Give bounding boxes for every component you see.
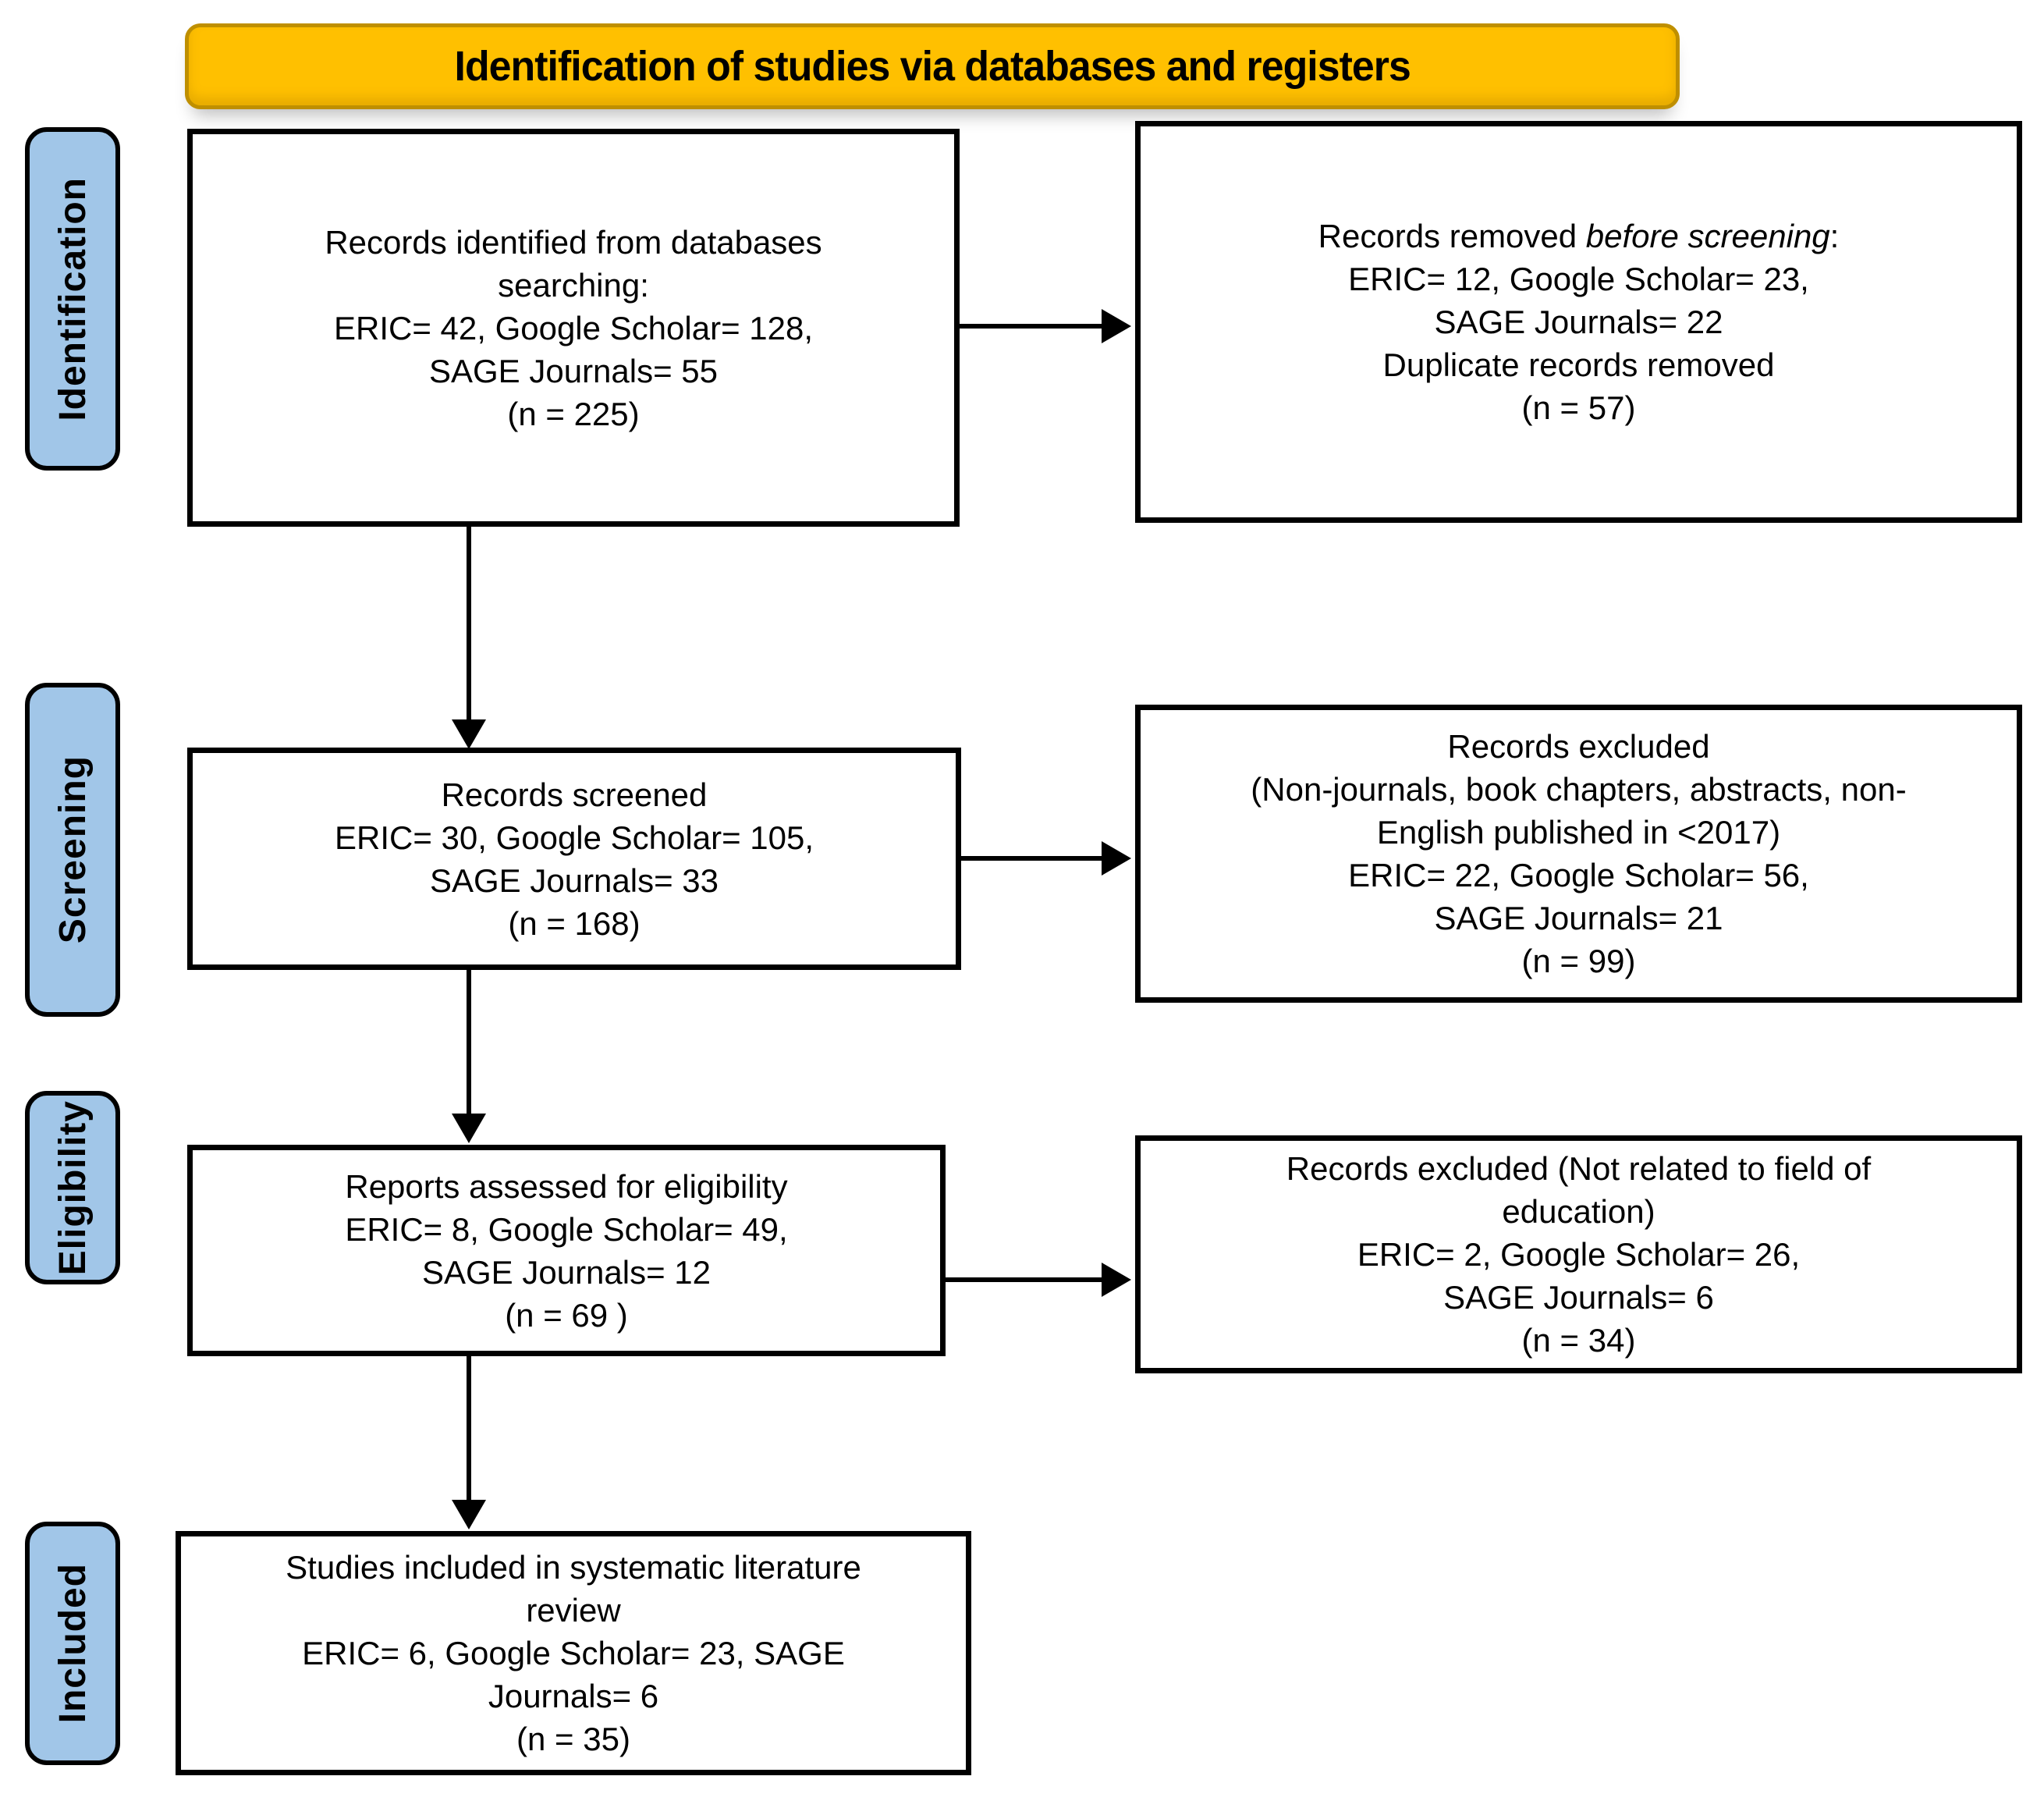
- box-records-identified-text: Records identified from databases search…: [325, 223, 822, 432]
- arrow-identified-to-removed-line: [960, 324, 1105, 329]
- arrow-identified-to-screened-head: [452, 719, 486, 749]
- box-studies-included: Studies included in systematic literatur…: [176, 1531, 971, 1775]
- box-records-excluded-eligibility: Records excluded (Not related to field o…: [1135, 1135, 2022, 1373]
- box-reports-assessed-text: Reports assessed for eligibility ERIC= 8…: [345, 1167, 788, 1334]
- arrow-screened-to-assessed-head: [452, 1114, 486, 1143]
- arrow-assessed-to-included-line: [467, 1356, 471, 1503]
- arrow-assessed-to-included-head: [452, 1500, 486, 1529]
- box-studies-included-text: Studies included in systematic literatur…: [286, 1549, 861, 1757]
- arrow-screened-to-assessed-line: [467, 970, 471, 1116]
- arrow-screened-to-excluded-head: [1102, 841, 1131, 876]
- arrow-assessed-to-excluded-head: [1102, 1263, 1131, 1297]
- removed-detail-lines: ERIC= 12, Google Scholar= 23, SAGE Journ…: [1348, 261, 1809, 426]
- stage-identification-label: Identification: [51, 176, 94, 421]
- box-records-removed-text: Records removed before screening: ERIC= …: [1304, 215, 1854, 429]
- removed-heading-suffix: :: [1829, 218, 1840, 254]
- arrow-identified-to-screened-line: [467, 527, 471, 722]
- box-reports-assessed: Reports assessed for eligibility ERIC= 8…: [187, 1145, 946, 1356]
- removed-heading-italic: before screening: [1585, 218, 1830, 254]
- box-records-identified: Records identified from databases search…: [187, 129, 960, 527]
- box-records-screened: Records screened ERIC= 30, Google Schola…: [187, 748, 961, 970]
- stage-eligibility-label: Eligibility: [51, 1099, 94, 1276]
- diagram-title: Identification of studies via databases …: [454, 43, 1411, 90]
- box-records-excluded-eligibility-text: Records excluded (Not related to field o…: [1286, 1150, 1872, 1359]
- stage-eligibility: Eligibility: [25, 1091, 120, 1284]
- box-records-screened-text: Records screened ERIC= 30, Google Schola…: [334, 776, 814, 942]
- box-records-excluded-screening-text: Records excluded (Non-journals, book cha…: [1251, 728, 1907, 979]
- stage-screening: Screening: [25, 683, 120, 1017]
- box-records-excluded-screening: Records excluded (Non-journals, book cha…: [1135, 705, 2022, 1003]
- removed-heading-prefix: Records removed: [1318, 218, 1586, 254]
- title-banner: Identification of studies via databases …: [185, 23, 1680, 109]
- removed-line-heading: Records removed before screening:: [1318, 215, 1840, 258]
- box-records-removed: Records removed before screening: ERIC= …: [1135, 121, 2022, 523]
- stage-included-label: Included: [51, 1563, 94, 1724]
- arrow-screened-to-excluded-line: [961, 856, 1105, 861]
- stage-identification: Identification: [25, 127, 120, 471]
- arrow-identified-to-removed-head: [1102, 309, 1131, 343]
- arrow-assessed-to-excluded-line: [946, 1277, 1105, 1282]
- stage-screening-label: Screening: [51, 755, 94, 944]
- stage-included: Included: [25, 1522, 120, 1765]
